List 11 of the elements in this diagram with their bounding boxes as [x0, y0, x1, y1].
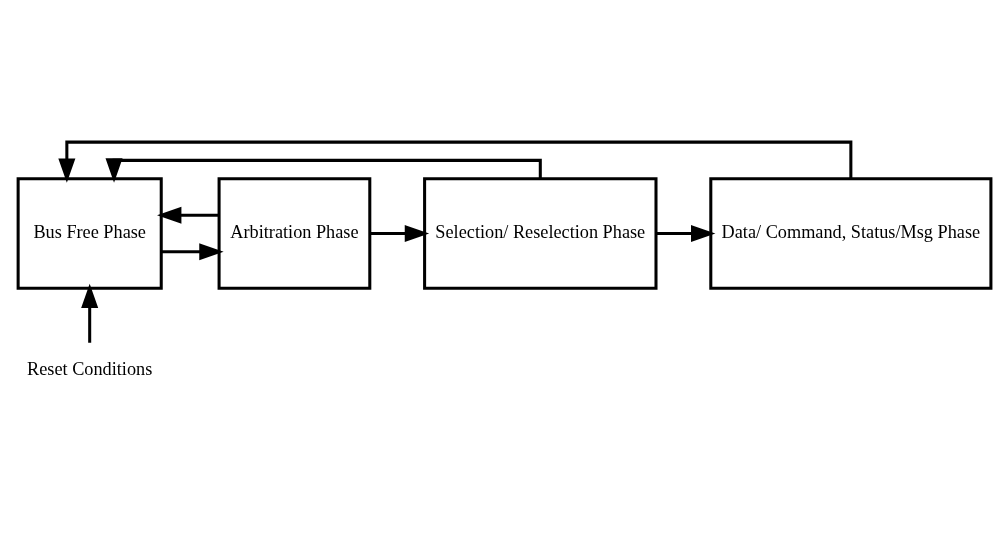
- arrow: [80, 283, 98, 343]
- node-text: Reset Conditions: [26, 358, 152, 379]
- node-box: Data/ Command, Status/Msg Phase: [708, 176, 992, 290]
- arrow: [57, 140, 852, 183]
- arrow: [369, 224, 429, 242]
- arrow: [160, 242, 224, 260]
- node-box: Selection/ Reselection Phase: [422, 176, 657, 290]
- node-box: Bus Free Phase: [16, 176, 163, 290]
- node-box: Arbitration Phase: [217, 176, 371, 290]
- arrow: [156, 206, 219, 224]
- arrow: [655, 224, 715, 242]
